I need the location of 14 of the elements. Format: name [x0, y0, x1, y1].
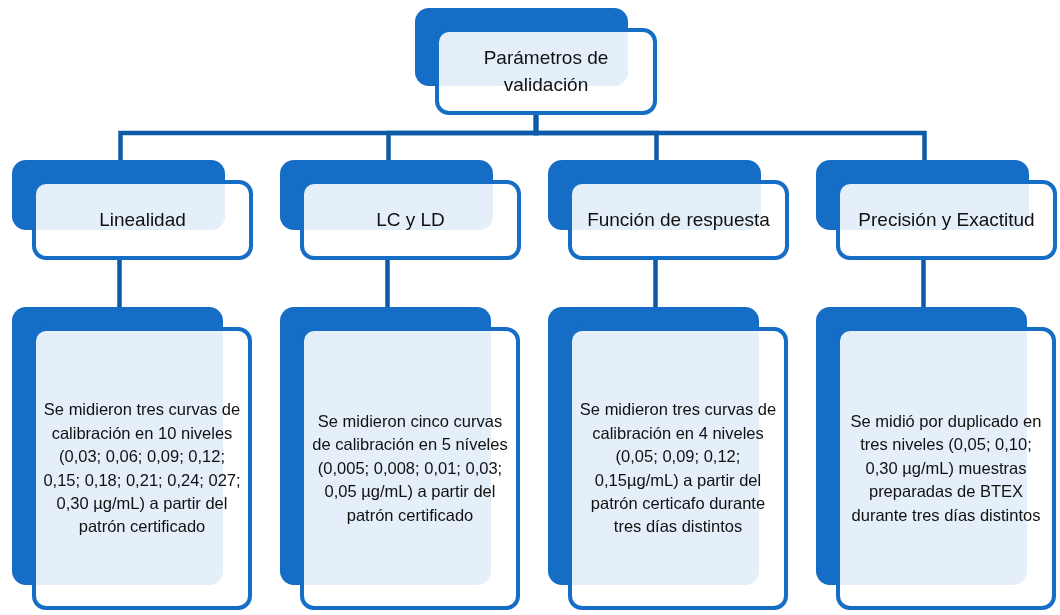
node-label: Se midieron tres curvas de calibración en 4 niveles (0,05; 0,09; 0,12; 0,15µg/mL) a partir del patrón certicafo durante tres días distintos [578, 399, 778, 538]
connector-line [385, 260, 390, 307]
connector-line [117, 260, 122, 307]
node-label: Precisión y Exactitud [858, 207, 1035, 232]
node-label: Parámetros de validación [482, 45, 610, 97]
node-label: Se midió por duplicado en tres niveles (0,05; 0,10; 0,30 µg/mL) muestras preparadas de BTEX durante tres días distintos [849, 410, 1043, 526]
node-label: Linealidad [99, 207, 186, 232]
node-label: Función de respuesta [587, 207, 770, 232]
node-label: Se midieron cinco curvas de calibración en 5 níveles (0,005; 0,008; 0,01; 0,03; 0,05 µg/mL) a partir del patrón certificado [311, 410, 509, 526]
connector-line [533, 115, 927, 160]
node-label: LC y LD [376, 207, 445, 232]
connector-line [653, 260, 658, 307]
connector-line [921, 260, 926, 307]
node-label: Se midieron tres curvas de calibración en 10 niveles (0,03; 0,06; 0,09; 0,12; 0,15; 0,18; 0,21; 0,24; 027; 0,30 µg/mL) a partir del patrón certificado [42, 399, 242, 538]
